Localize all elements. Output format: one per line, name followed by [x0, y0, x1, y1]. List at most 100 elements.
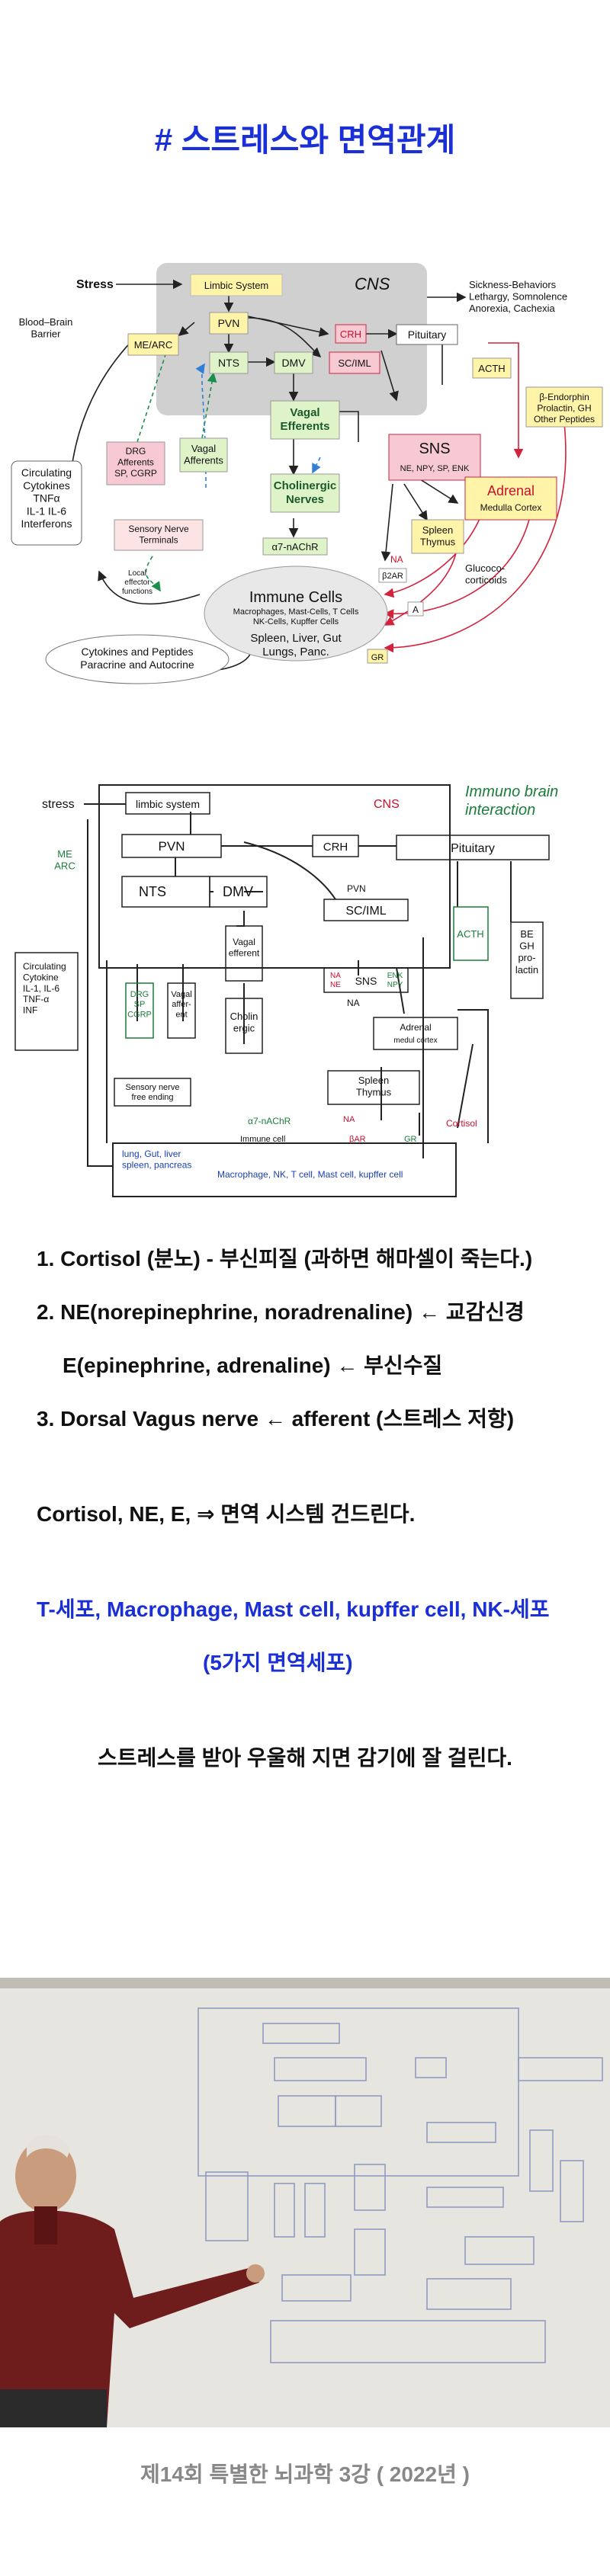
hd-begh-box [510, 921, 544, 999]
vagal-aff-box [179, 437, 228, 473]
hd-limbic-box [125, 792, 210, 815]
note-immune-effect: Cortisol, NE, E, ⇒ 면역 시스템 건드린다. [37, 1502, 416, 1526]
note-five-cells: (5가지 면역세포) [203, 1651, 353, 1674]
cholinergic-box [270, 473, 340, 513]
hd-acth-box [453, 906, 489, 961]
note-ne: 2. NE(norepinephrine, noradrenaline) ← 교… [37, 1300, 525, 1324]
cytokines-box [11, 460, 82, 546]
mearc-label: ME/ARC [134, 339, 173, 351]
note-immune-cells: T-세포, Macrophage, Mast cell, kupffer cel… [37, 1597, 550, 1621]
hd-vagal-eff-box [225, 925, 263, 982]
na-label: NA [390, 554, 403, 565]
note-vagus: 3. Dorsal Vagus nerve ← afferent (스트레스 저… [37, 1407, 515, 1431]
lecture-photo [0, 1978, 610, 2427]
spleen-box [411, 519, 464, 554]
hd-immune-cell: Immune cell [240, 1135, 285, 1144]
hd-acth: ACTH [457, 928, 483, 940]
hd-limbic: limbic system [136, 798, 200, 810]
dmv-box [274, 351, 313, 374]
sciml-box [329, 351, 380, 374]
stress-label: Stress [76, 278, 114, 291]
hd-pvn-box [121, 834, 222, 858]
hd-sns: SNS [355, 975, 377, 987]
adrenal-label: Adrenal [487, 483, 535, 498]
hd-sensory-box [114, 1078, 191, 1107]
acth-label: ACTH [478, 363, 505, 374]
a-label: A [413, 604, 419, 615]
adrenal-sub-label: Medulla Cortex [480, 502, 542, 513]
hd-a7: α7-nAChR [248, 1116, 291, 1126]
a7-label: α7-nAChR [272, 541, 319, 553]
glucocorticoids-label: Glucoco-corticoids [465, 562, 507, 586]
crh-box [335, 324, 367, 344]
gr-label: GR [371, 653, 384, 662]
diagram-svg: CNS S [11, 263, 603, 684]
hd-nts: NTS [139, 884, 166, 899]
dmv-label: DMV [281, 357, 306, 369]
hd-adrenal: Adrenal [400, 1022, 431, 1033]
hd-pituitary: Pituitary [451, 842, 495, 855]
hd-pituitary-box [396, 835, 550, 860]
nts-label: NTS [218, 357, 239, 369]
a-box [407, 601, 424, 617]
gr-box [367, 649, 388, 664]
drg-box [106, 441, 165, 485]
pvn-label: PVN [218, 317, 240, 329]
cns-region [156, 263, 427, 415]
lecture-caption: 제14회 특별한 뇌과학 3강 ( 2022년 ) [140, 2462, 470, 2486]
limbic-box [190, 274, 283, 296]
hd-cholin-box [225, 998, 263, 1054]
hd-dmv-box [209, 876, 268, 908]
sciml-label: SC/IML [338, 357, 371, 369]
hd-pvn: PVN [159, 839, 185, 854]
hd-crh: CRH [323, 841, 348, 854]
hd-circ-box [14, 952, 79, 1051]
hd-na2: NA [343, 1115, 355, 1124]
sns-sub-label: NE, NPY, SP, ENK [400, 464, 470, 473]
hd-bar: βAR [349, 1135, 366, 1144]
paracrine-ellipse [45, 634, 230, 684]
hd-sciml-box [323, 899, 409, 921]
hd-gr: GR [404, 1135, 417, 1144]
hd-sciml-pvn: PVN [347, 883, 366, 894]
hd-drg-box [125, 982, 154, 1039]
adrenal-box [464, 476, 557, 521]
pvn-box [209, 312, 249, 335]
pituitary-box [396, 324, 458, 345]
presenter-figure [0, 2134, 265, 2427]
stress-immune-diagram: CNS S [0, 252, 610, 709]
hd-cns: CNS [374, 798, 400, 811]
note-e: E(epinephrine, adrenaline) ← 부신수질 [63, 1354, 443, 1377]
acth-box [472, 357, 512, 379]
page-title: # 스트레스와 면역관계 [154, 122, 456, 158]
hd-vagal-aff-box [167, 982, 196, 1039]
hd-spleen-box [327, 1070, 420, 1105]
beta-box [525, 386, 603, 428]
lecture-photo-svg [0, 1978, 610, 2427]
hd-sciml: SC/IML [345, 905, 386, 918]
b2ar-box [378, 568, 407, 583]
limbic-label: Limbic System [204, 280, 269, 291]
